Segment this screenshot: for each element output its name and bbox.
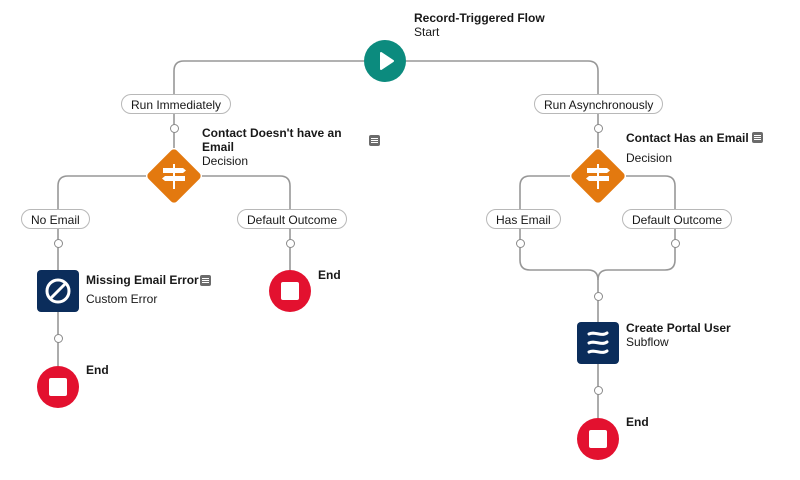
- description-icon[interactable]: [752, 132, 763, 143]
- outcome-default-right[interactable]: Default Outcome: [622, 209, 733, 229]
- connector-dot[interactable]: [54, 334, 63, 343]
- decision-icon: [162, 164, 186, 189]
- subflow-icon: [587, 331, 609, 354]
- start-title: Record-Triggered Flow: [414, 11, 545, 25]
- subflow-node-title: Create Portal User: [626, 321, 731, 335]
- end-label-right: End: [626, 415, 649, 429]
- outcome-default-left[interactable]: Default Outcome: [237, 209, 348, 229]
- error-node-type: Custom Error: [86, 292, 158, 306]
- connector-dot[interactable]: [671, 239, 680, 248]
- end-node-middle[interactable]: [269, 270, 311, 312]
- end-node-left[interactable]: [37, 366, 79, 408]
- end-label-middle: End: [318, 268, 341, 282]
- connector-dot[interactable]: [170, 124, 179, 133]
- decision-left-title-cont: Email: [202, 140, 235, 154]
- end-node-right[interactable]: [577, 418, 619, 460]
- branch-run-immediately[interactable]: Run Immediately: [121, 94, 232, 114]
- connector-dot[interactable]: [594, 124, 603, 133]
- prohibited-icon: [45, 278, 71, 304]
- decision-left-node[interactable]: [145, 147, 203, 205]
- outcome-no-email[interactable]: No Email: [21, 209, 90, 229]
- end-label-left: End: [86, 363, 109, 377]
- decision-icon: [586, 164, 610, 189]
- outcome-has-email[interactable]: Has Email: [486, 209, 561, 229]
- decision-right-type: Decision: [626, 151, 673, 165]
- branch-run-asynchronously[interactable]: Run Asynchronously: [534, 94, 664, 114]
- decision-right-node[interactable]: [569, 147, 627, 205]
- subflow-node-type: Subflow: [626, 335, 669, 349]
- start-subtitle: Start: [414, 25, 440, 39]
- subflow-node[interactable]: [577, 322, 619, 364]
- decision-left-title: Contact Doesn't have an: [202, 126, 342, 140]
- error-node-title: Missing Email Error: [86, 273, 199, 287]
- start-node[interactable]: [364, 40, 406, 82]
- connector-dot[interactable]: [516, 239, 525, 248]
- stop-icon: [589, 430, 607, 448]
- description-icon[interactable]: [369, 135, 380, 146]
- connector-dot[interactable]: [286, 239, 295, 248]
- play-icon: [380, 52, 394, 70]
- decision-right-title: Contact Has an Email: [626, 131, 749, 145]
- connector-dot[interactable]: [54, 239, 63, 248]
- connector-dot[interactable]: [594, 386, 603, 395]
- description-icon[interactable]: [200, 275, 211, 286]
- custom-error-node[interactable]: [37, 270, 79, 312]
- stop-icon: [281, 282, 299, 300]
- decision-left-type: Decision: [202, 154, 249, 168]
- stop-icon: [49, 378, 67, 396]
- connector-dot[interactable]: [594, 292, 603, 301]
